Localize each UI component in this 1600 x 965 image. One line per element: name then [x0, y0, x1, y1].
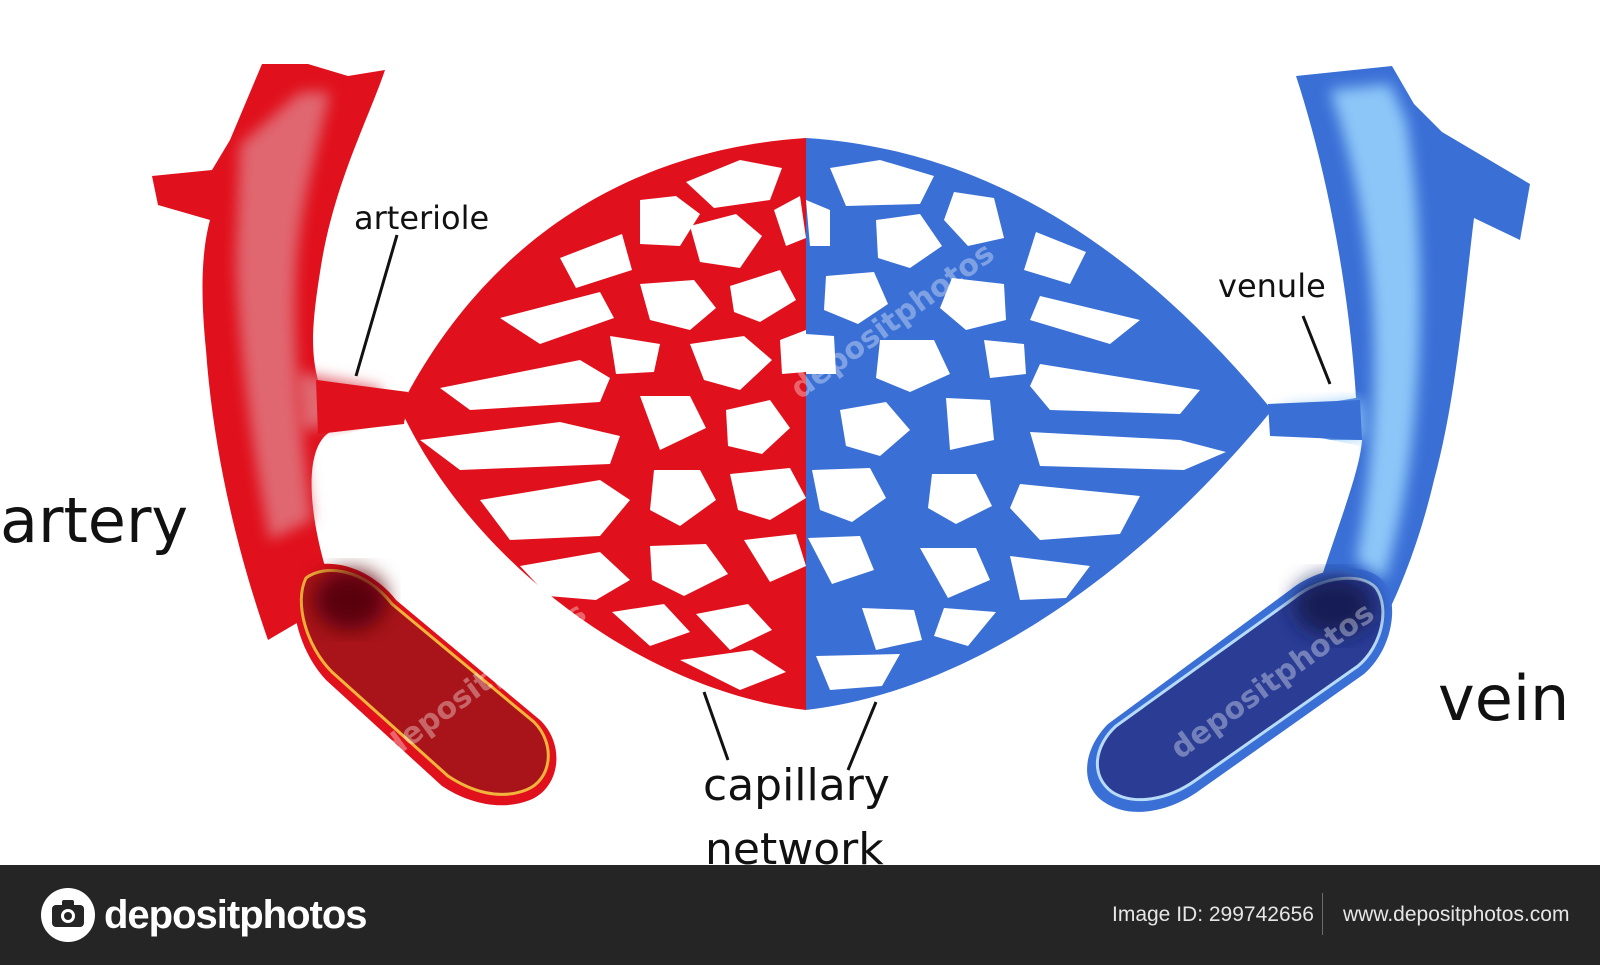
- image-id-text: Image ID: 299742656: [1112, 903, 1314, 926]
- capillary-network: [316, 138, 1362, 710]
- capillary-label-line2: network: [705, 824, 884, 875]
- site-url-link[interactable]: www.depositphotos.com: [1343, 903, 1570, 926]
- camera-logo-icon: [41, 888, 95, 942]
- brand-name[interactable]: depositphotos: [104, 893, 368, 937]
- vein-label: vein: [1438, 662, 1570, 735]
- vein-highlight: [1330, 84, 1421, 580]
- vein-vessel: [1270, 66, 1530, 620]
- footer-divider: [1322, 893, 1323, 935]
- artery-highlight: [236, 92, 330, 540]
- capillary-leader-line-left: [702, 691, 730, 761]
- artery-label: artery: [0, 484, 189, 557]
- arteriole-leader-line: [354, 234, 399, 377]
- capillary-venous-half: [806, 138, 1272, 710]
- venule-label: venule: [1218, 267, 1326, 305]
- artery-cross-section: [294, 563, 557, 806]
- leader-lines: [354, 234, 1332, 771]
- vein-cross-section: [1087, 568, 1393, 812]
- artery-vessel: [152, 64, 405, 640]
- vascular-diagram: depositphotos depositphotos depositphoto…: [0, 64, 1570, 872]
- capillary-leader-line-right: [846, 701, 878, 771]
- capillary-label-line1: capillary: [703, 760, 890, 811]
- stock-footer-bar: depositphotos Image ID: 299742656 www.de…: [0, 865, 1600, 965]
- venule-leader-line: [1301, 315, 1332, 385]
- diagram-canvas: depositphotos depositphotos depositphoto…: [152, 64, 1530, 812]
- arteriole-label: arteriole: [354, 199, 490, 237]
